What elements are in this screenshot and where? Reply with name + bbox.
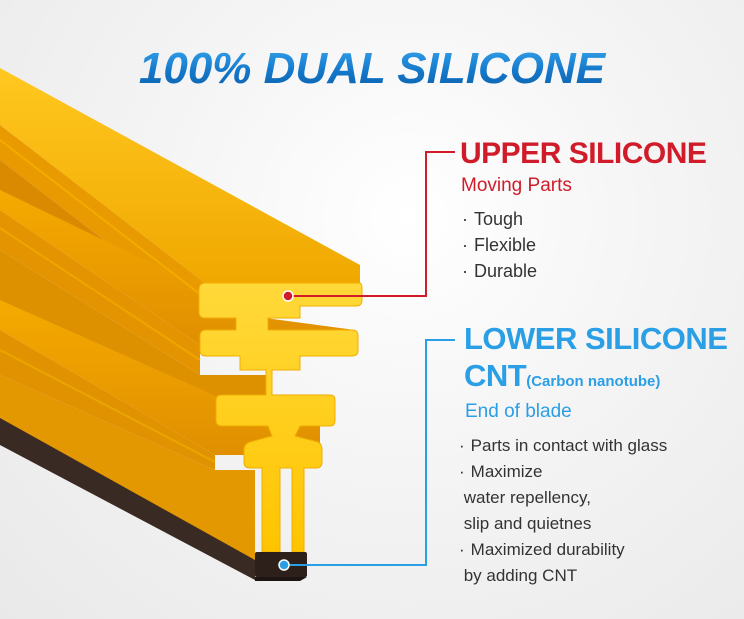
list-item: ·Flexible [462, 235, 537, 255]
list-item: ·Maximized durability [459, 540, 625, 559]
upper-callout [282, 151, 455, 302]
upper-feature-list: ·Tough ·Flexible ·Durable [462, 206, 537, 284]
cnt-heading: CNT(Carbon nanotube) [464, 358, 660, 394]
lower-silicone-heading: LOWER SILICONE [464, 321, 728, 356]
page-title: 100% DUAL SILICONE [0, 44, 744, 94]
list-item: by adding CNT [459, 566, 578, 585]
cnt-note: (Carbon nanotube) [526, 373, 661, 390]
upper-silicone-heading: UPPER SILICONE [460, 137, 707, 170]
list-item: ·Parts in contact with glass [459, 436, 668, 455]
list-item: water repellency, [459, 488, 591, 507]
upper-silicone-subheading: Moving Parts [461, 175, 572, 196]
lower-feature-list: ·Parts in contact with glass ·Maximize w… [459, 433, 667, 589]
lower-silicone-subheading: End of blade [465, 401, 572, 422]
lower-callout [278, 339, 455, 571]
list-item: ·Durable [462, 261, 538, 281]
list-item: ·Tough [462, 209, 524, 229]
cnt-label: CNT [464, 358, 527, 393]
list-item: slip and quietnes [459, 514, 592, 533]
list-item: ·Maximize [459, 462, 543, 481]
blade-body [0, 68, 360, 580]
